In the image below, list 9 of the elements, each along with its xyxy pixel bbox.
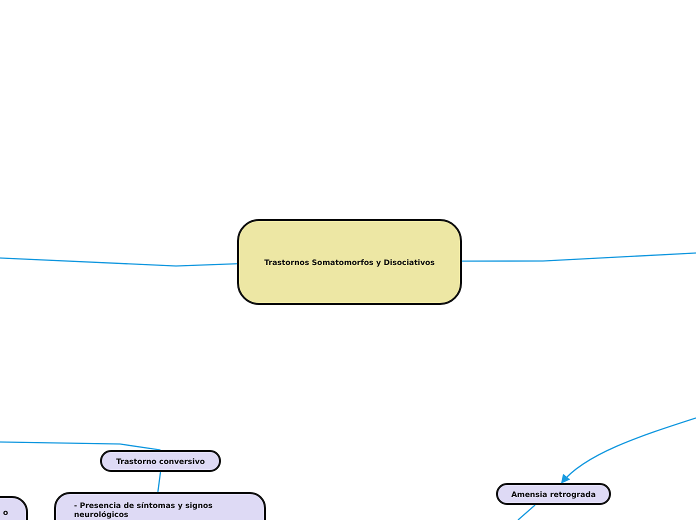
arrow <box>560 417 696 484</box>
connector-line <box>462 252 696 262</box>
connector-line <box>0 441 161 451</box>
topic-box <box>100 450 221 472</box>
connector-line <box>157 472 162 492</box>
topic-box <box>237 219 462 305</box>
topic-box <box>496 483 611 505</box>
connector-line <box>0 257 238 267</box>
connector-line <box>518 504 536 520</box>
